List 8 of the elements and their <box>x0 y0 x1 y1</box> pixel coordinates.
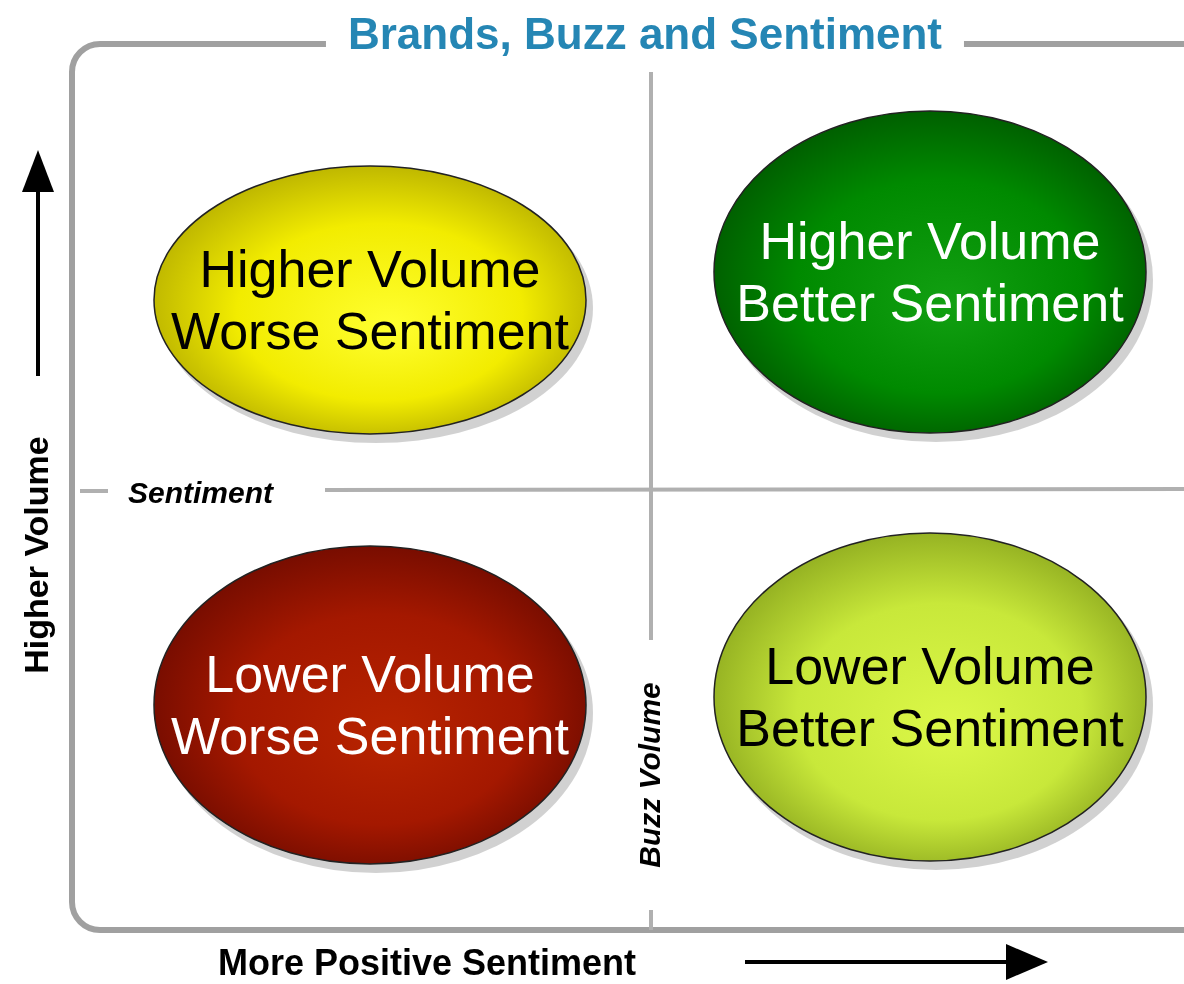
axis-label: Sentiment <box>128 476 274 510</box>
quadrant-label: Lower Volume Better Sentiment <box>735 635 1125 759</box>
axis-label: Buzz Volume <box>633 682 667 868</box>
axis-title: Higher Volume <box>16 436 56 674</box>
quadrant-label: Lower Volume Worse Sentiment <box>170 643 570 767</box>
quadrant-label: Higher Volume Worse Sentiment <box>170 238 570 362</box>
quadrant-label: Higher Volume Better Sentiment <box>735 210 1125 334</box>
axis-title: More Positive Sentiment <box>218 942 637 984</box>
